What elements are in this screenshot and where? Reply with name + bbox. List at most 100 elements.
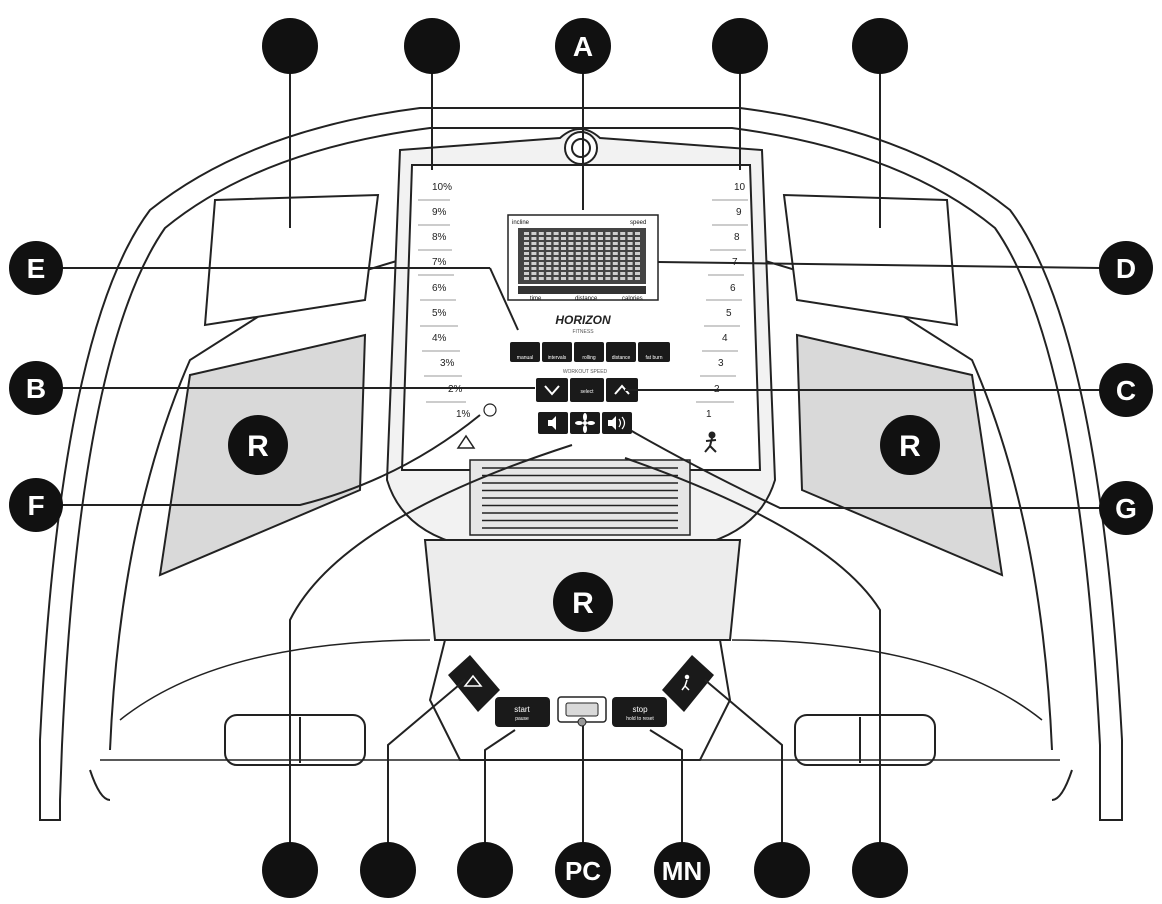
select-button[interactable]: select bbox=[570, 378, 604, 402]
callout-bottom-pc: PC bbox=[555, 842, 611, 898]
svg-text:R: R bbox=[572, 587, 594, 620]
lcd-pixel bbox=[590, 257, 596, 260]
lcd-pixel bbox=[583, 272, 589, 275]
speed-tick-10: 10 bbox=[734, 182, 746, 193]
program-button-fat-burn[interactable]: fat burn bbox=[638, 342, 670, 362]
lcd-pixel bbox=[561, 262, 566, 265]
lcd-pixel bbox=[561, 232, 566, 235]
lower-controls: start pause stop hold to reset bbox=[428, 639, 732, 761]
lcd-distance-label: distance bbox=[575, 296, 598, 302]
lcd-pixel bbox=[575, 237, 581, 240]
callout-c: C bbox=[1099, 363, 1153, 417]
lcd-pixel bbox=[620, 247, 626, 250]
runner-icon bbox=[704, 431, 717, 453]
lcd-pixel bbox=[524, 247, 529, 250]
lcd-pixel bbox=[590, 277, 596, 280]
lcd-pixel bbox=[583, 242, 589, 245]
speed-rocker-button[interactable] bbox=[662, 655, 714, 712]
lcd-pixel bbox=[575, 242, 581, 245]
lcd-pixel bbox=[524, 267, 529, 270]
fan-grill bbox=[469, 459, 691, 536]
lcd-pixel bbox=[531, 262, 537, 265]
start-button[interactable]: start pause bbox=[495, 697, 550, 727]
lcd-pixel bbox=[635, 257, 640, 260]
lcd-pixel bbox=[612, 252, 618, 255]
incline-tick-4: 4% bbox=[432, 333, 447, 344]
safety-key[interactable] bbox=[557, 696, 607, 727]
incline-tick-7: 7% bbox=[432, 257, 447, 268]
callout-g: G bbox=[1099, 481, 1153, 535]
callout-bottom-3 bbox=[457, 842, 513, 898]
program-button-distance-label: distance bbox=[612, 355, 631, 361]
lcd-pixel bbox=[635, 277, 640, 280]
lcd-pixel bbox=[583, 277, 589, 280]
program-button-fat-burn-label: fat burn bbox=[646, 355, 663, 361]
lcd-pixel bbox=[598, 237, 603, 240]
callout-d: D bbox=[1099, 241, 1153, 295]
incline-tick-8: 8% bbox=[432, 232, 447, 243]
incline-tick-10: 10% bbox=[432, 182, 452, 193]
lcd-pixel bbox=[575, 267, 581, 270]
lcd-pixel bbox=[538, 237, 544, 240]
lcd-pixel bbox=[575, 232, 581, 235]
incline-scale: 10% 9% 8% 7% 6% 5% 4% 3% 2% 1% bbox=[418, 182, 497, 449]
lcd-pixel bbox=[561, 272, 566, 275]
program-button-distance[interactable]: distance bbox=[606, 342, 636, 362]
incline-rocker-button[interactable] bbox=[448, 655, 500, 712]
lcd-pixel bbox=[575, 252, 581, 255]
lcd-pixel bbox=[561, 277, 566, 280]
lcd-pixel bbox=[546, 232, 552, 235]
svg-text:R: R bbox=[247, 430, 269, 463]
stop-button[interactable]: stop hold to reset bbox=[612, 697, 667, 727]
chevron-down-icon bbox=[544, 385, 560, 396]
lcd-pixel bbox=[531, 237, 537, 240]
lcd-pixel bbox=[538, 242, 544, 245]
program-button-intervals[interactable]: intervals bbox=[542, 342, 572, 362]
lcd-pixel bbox=[568, 277, 574, 280]
lcd-pixel bbox=[553, 272, 559, 275]
lcd-pixel bbox=[546, 257, 552, 260]
up-arrow-button[interactable] bbox=[606, 378, 638, 402]
lcd-pixel bbox=[575, 262, 581, 265]
lcd-pixel bbox=[635, 267, 640, 270]
svg-text:R: R bbox=[899, 430, 921, 463]
lcd-pixel bbox=[627, 237, 633, 240]
lcd-pixel bbox=[612, 232, 618, 235]
lcd-pixel bbox=[568, 247, 574, 250]
lcd-pixel bbox=[553, 262, 559, 265]
callout-bottom-7 bbox=[852, 842, 908, 898]
lcd-pixel bbox=[561, 252, 566, 255]
lcd-pixel bbox=[590, 232, 596, 235]
lcd-pixel bbox=[538, 252, 544, 255]
lcd-pixel bbox=[546, 237, 552, 240]
lcd-pixel bbox=[590, 262, 596, 265]
volume-up-button[interactable] bbox=[602, 412, 632, 434]
lcd-pixel bbox=[620, 267, 626, 270]
program-button-rolling[interactable]: rolling bbox=[574, 342, 604, 362]
lcd-pixel bbox=[620, 272, 626, 275]
lcd-pixel bbox=[598, 247, 603, 250]
lcd-pixel bbox=[598, 262, 603, 265]
lcd-pixel bbox=[531, 242, 537, 245]
program-button-manual[interactable]: manual bbox=[510, 342, 540, 362]
callout-top-2 bbox=[404, 18, 460, 74]
lcd-pixel bbox=[546, 272, 552, 275]
lcd-pixel bbox=[546, 252, 552, 255]
volume-down-button[interactable] bbox=[538, 412, 568, 434]
lcd-pixel bbox=[575, 272, 581, 275]
fan-button[interactable] bbox=[570, 412, 600, 434]
lcd-speed-label: speed bbox=[630, 220, 646, 226]
lcd-pixel bbox=[553, 267, 559, 270]
down-arrow-button[interactable] bbox=[536, 378, 568, 402]
svg-text:E: E bbox=[27, 253, 46, 284]
lcd-pixel bbox=[612, 262, 618, 265]
svg-text:C: C bbox=[1116, 375, 1136, 406]
central-console bbox=[385, 128, 777, 546]
lcd-pixel bbox=[575, 257, 581, 260]
callout-top-a: A bbox=[555, 18, 611, 74]
callouts-right: D C G bbox=[1099, 241, 1153, 535]
lcd-pixel bbox=[538, 277, 544, 280]
lcd-pixel bbox=[612, 272, 618, 275]
left-panel bbox=[158, 193, 380, 577]
